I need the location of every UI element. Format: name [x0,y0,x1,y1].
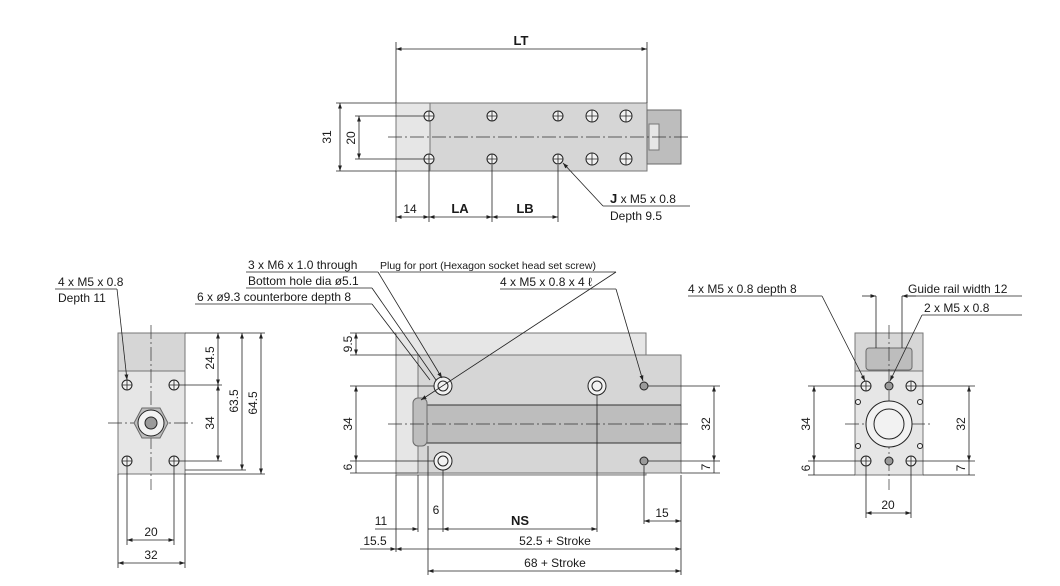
front-note-m6: 3 x M6 x 1.0 through [248,258,357,272]
front-m5-hole [639,456,649,466]
dim6b-label: 6 [433,503,440,517]
dim15-label: 15 [655,506,669,520]
front-note-m5-leader [615,288,644,382]
dim31-label: 31 [320,130,334,144]
left-top-block [117,332,186,372]
dim32-right-label: 32 [954,417,968,431]
dim525-label: 52.5 + Stroke [519,534,591,548]
dim68-label: 68 + Stroke [524,556,586,570]
right-m5-hole [884,456,894,466]
right-small-hole [855,443,861,449]
right-note-m5d8-leader [821,295,866,382]
dim34-front-label: 34 [341,417,355,431]
right-hole-crosses [861,381,916,466]
front-view: 3 x M6 x 1.0 through Bottom hole dia ø5.… [195,258,720,575]
dim95-label: 9.5 [341,335,355,352]
front-note-plug: Plug for port (Hexagon socket head set s… [380,260,596,272]
left-note-2: Depth 11 [58,291,106,305]
front-port-plug [412,397,428,447]
right-note-rail: Guide rail width 12 [908,282,1008,296]
front-note-m5: 4 x M5 x 0.8 x 4 ℓ [500,275,592,289]
dim20-label: 20 [344,131,358,145]
front-note-bottom: Bottom hole dia ø5.1 [248,274,359,288]
j-note: J x M5 x 0.8 [610,191,676,206]
dim20-right-label: 20 [881,498,895,512]
left-note-leader [116,288,129,381]
dim14-label: 14 [403,202,417,216]
j-leader [562,162,604,207]
front-note1-leader [377,271,443,379]
dim32-left-label: 32 [144,548,158,562]
left-hole-crosses [122,380,179,466]
right-small-hole [855,399,861,405]
right-note-m5-leader [889,314,923,382]
dim645-label: 64.5 [246,391,260,415]
dim6-right-label: 6 [799,464,813,471]
top-holes [423,109,633,166]
dim7-front-label: 7 [699,463,713,470]
right-view: 4 x M5 x 0.8 depth 8 Guide rail width 12… [688,282,1022,518]
dim34-right-label: 34 [799,417,813,431]
dim6-front-label: 6 [341,463,355,470]
top-hole-crosses [424,110,632,165]
j-depth: Depth 9.5 [610,209,662,223]
lt-label: LT [514,33,529,48]
right-bore-inner [873,408,905,440]
dim11-label: 11 [375,514,388,528]
dim34-left-label: 34 [203,416,217,430]
right-note-m5: 2 x M5 x 0.8 [924,301,990,315]
dimlb-label: LB [516,201,533,216]
front-note3-leader [371,303,431,381]
dim7-right-label: 7 [954,464,968,471]
left-port [144,416,158,430]
front-note2-leader [371,287,437,381]
dim155-label: 15.5 [363,534,387,548]
front-m5-hole [639,381,649,391]
top-view: LT 31 20 14 LA LB J x M5 x 0.8 Depth 9.5 [320,33,690,223]
dim635-label: 63.5 [227,389,241,413]
left-view: 4 x M5 x 0.8 Depth 11 24.5 34 63.5 64.5 … [55,275,265,568]
j-rest: x M5 x 0.8 [617,192,676,206]
front-cbore-inner [591,380,603,392]
left-note-1: 4 x M5 x 0.8 [58,275,124,289]
dim20-left-label: 20 [144,525,158,539]
front-note-cbore: 6 x ø9.3 counterbore depth 8 [197,290,351,304]
right-m5-hole [884,381,894,391]
dimla-label: LA [451,201,469,216]
right-note-m5d8: 4 x M5 x 0.8 depth 8 [688,282,797,296]
right-small-hole [917,443,923,449]
right-small-hole [917,399,923,405]
dim245-label: 24.5 [203,346,217,370]
dimns-label: NS [511,513,529,528]
front-note-plug-leader [420,271,617,401]
front-cbore-inner [437,455,449,467]
j-bold: J [610,191,617,206]
dim32-front-label: 32 [699,417,713,431]
